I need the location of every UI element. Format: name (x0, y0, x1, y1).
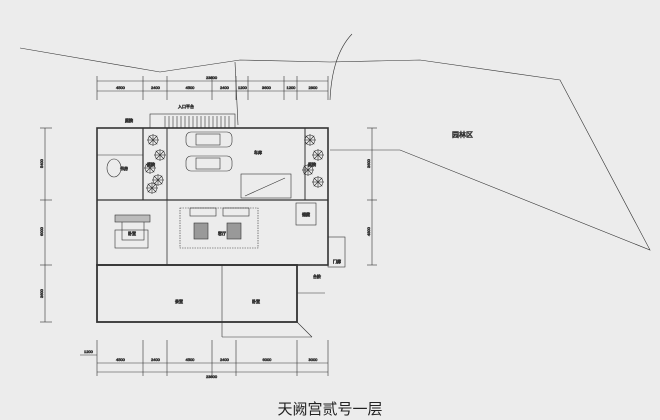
top-dim-label: 1200 (238, 85, 248, 90)
top-dim-label: 4500 (186, 85, 196, 90)
left-dim-3: 3600 (39, 288, 44, 298)
plant-icon (144, 162, 156, 174)
plant-icon (304, 134, 316, 146)
porch (327, 236, 346, 268)
room-east-yard: 庭院 (308, 161, 316, 167)
room-bedroom: 卧室 (128, 230, 136, 236)
bottom-offset-dim: 1200 (84, 349, 94, 354)
site-boundary (19, 47, 651, 251)
garden-label: 园林区 (452, 130, 473, 139)
room-storage: 储藏 (302, 211, 310, 217)
top-dim-label: 2400 (220, 85, 230, 90)
plant-icon (147, 134, 159, 146)
top-dim-label: 4500 (116, 85, 126, 90)
room-porch: 门廊 (333, 258, 341, 264)
right-dim-1: 3600 (366, 158, 371, 168)
bottom-dim-label: 6000 (263, 357, 273, 362)
room-study: 书房 (120, 165, 128, 171)
bottom-total-dim: 23800 (206, 374, 218, 379)
car-2 (185, 155, 233, 172)
bottom-dim-label: 4500 (116, 357, 126, 362)
room-entrance: 入口平台 (178, 103, 194, 109)
site-line (234, 61, 239, 126)
room-yard: 庭院 (125, 117, 133, 123)
road-arc (329, 33, 353, 101)
bottom-dimension-line (80, 340, 329, 376)
bottom-dim-label: 2400 (151, 357, 161, 362)
top-dim-label: 2400 (151, 85, 161, 90)
living-zone (179, 207, 259, 249)
top-dimension-line (96, 76, 329, 100)
room-garage: 车库 (254, 149, 262, 155)
top-dim-label: 2800 (309, 85, 319, 90)
left-dimension-line (40, 127, 52, 323)
study-table (106, 158, 122, 178)
rug-1 (193, 222, 209, 240)
car-1 (185, 131, 233, 148)
plant-icon (312, 149, 324, 161)
upper-block-wall (96, 127, 329, 266)
top-dim-label: 1200 (287, 85, 297, 90)
room-bedroom-2: 卧室 (252, 298, 260, 304)
plant-icon (302, 164, 314, 176)
left-dim-1: 5400 (39, 158, 44, 168)
left-dim-2: 6000 (39, 226, 44, 236)
room-west-yard: 庭院 (147, 161, 155, 167)
top-dim-label: 3600 (262, 85, 272, 90)
lower-block-wall (96, 264, 298, 323)
bottom-dim-label: 3000 (309, 357, 319, 362)
plant-icon (312, 176, 324, 188)
plant-icon (152, 174, 164, 186)
storage-box (295, 202, 317, 226)
plants (144, 134, 324, 194)
plant-icon (154, 149, 166, 161)
bottom-dim-label: 4500 (186, 357, 196, 362)
bottom-dim-label: 2400 (220, 357, 230, 362)
room-living: 客厅 (218, 230, 226, 236)
room-tea: 茶室 (175, 298, 183, 304)
top-total-dim: 23800 (206, 75, 218, 80)
right-dim-2: 4800 (366, 226, 371, 236)
room-steps: 台阶 (313, 273, 321, 279)
plant-icon (146, 182, 158, 194)
drawing-title: 天阙宫贰号一层 (277, 400, 383, 418)
entrance-steps (149, 113, 236, 129)
rug-2 (226, 222, 242, 240)
stair (240, 173, 292, 199)
right-dimension-line (367, 127, 377, 266)
